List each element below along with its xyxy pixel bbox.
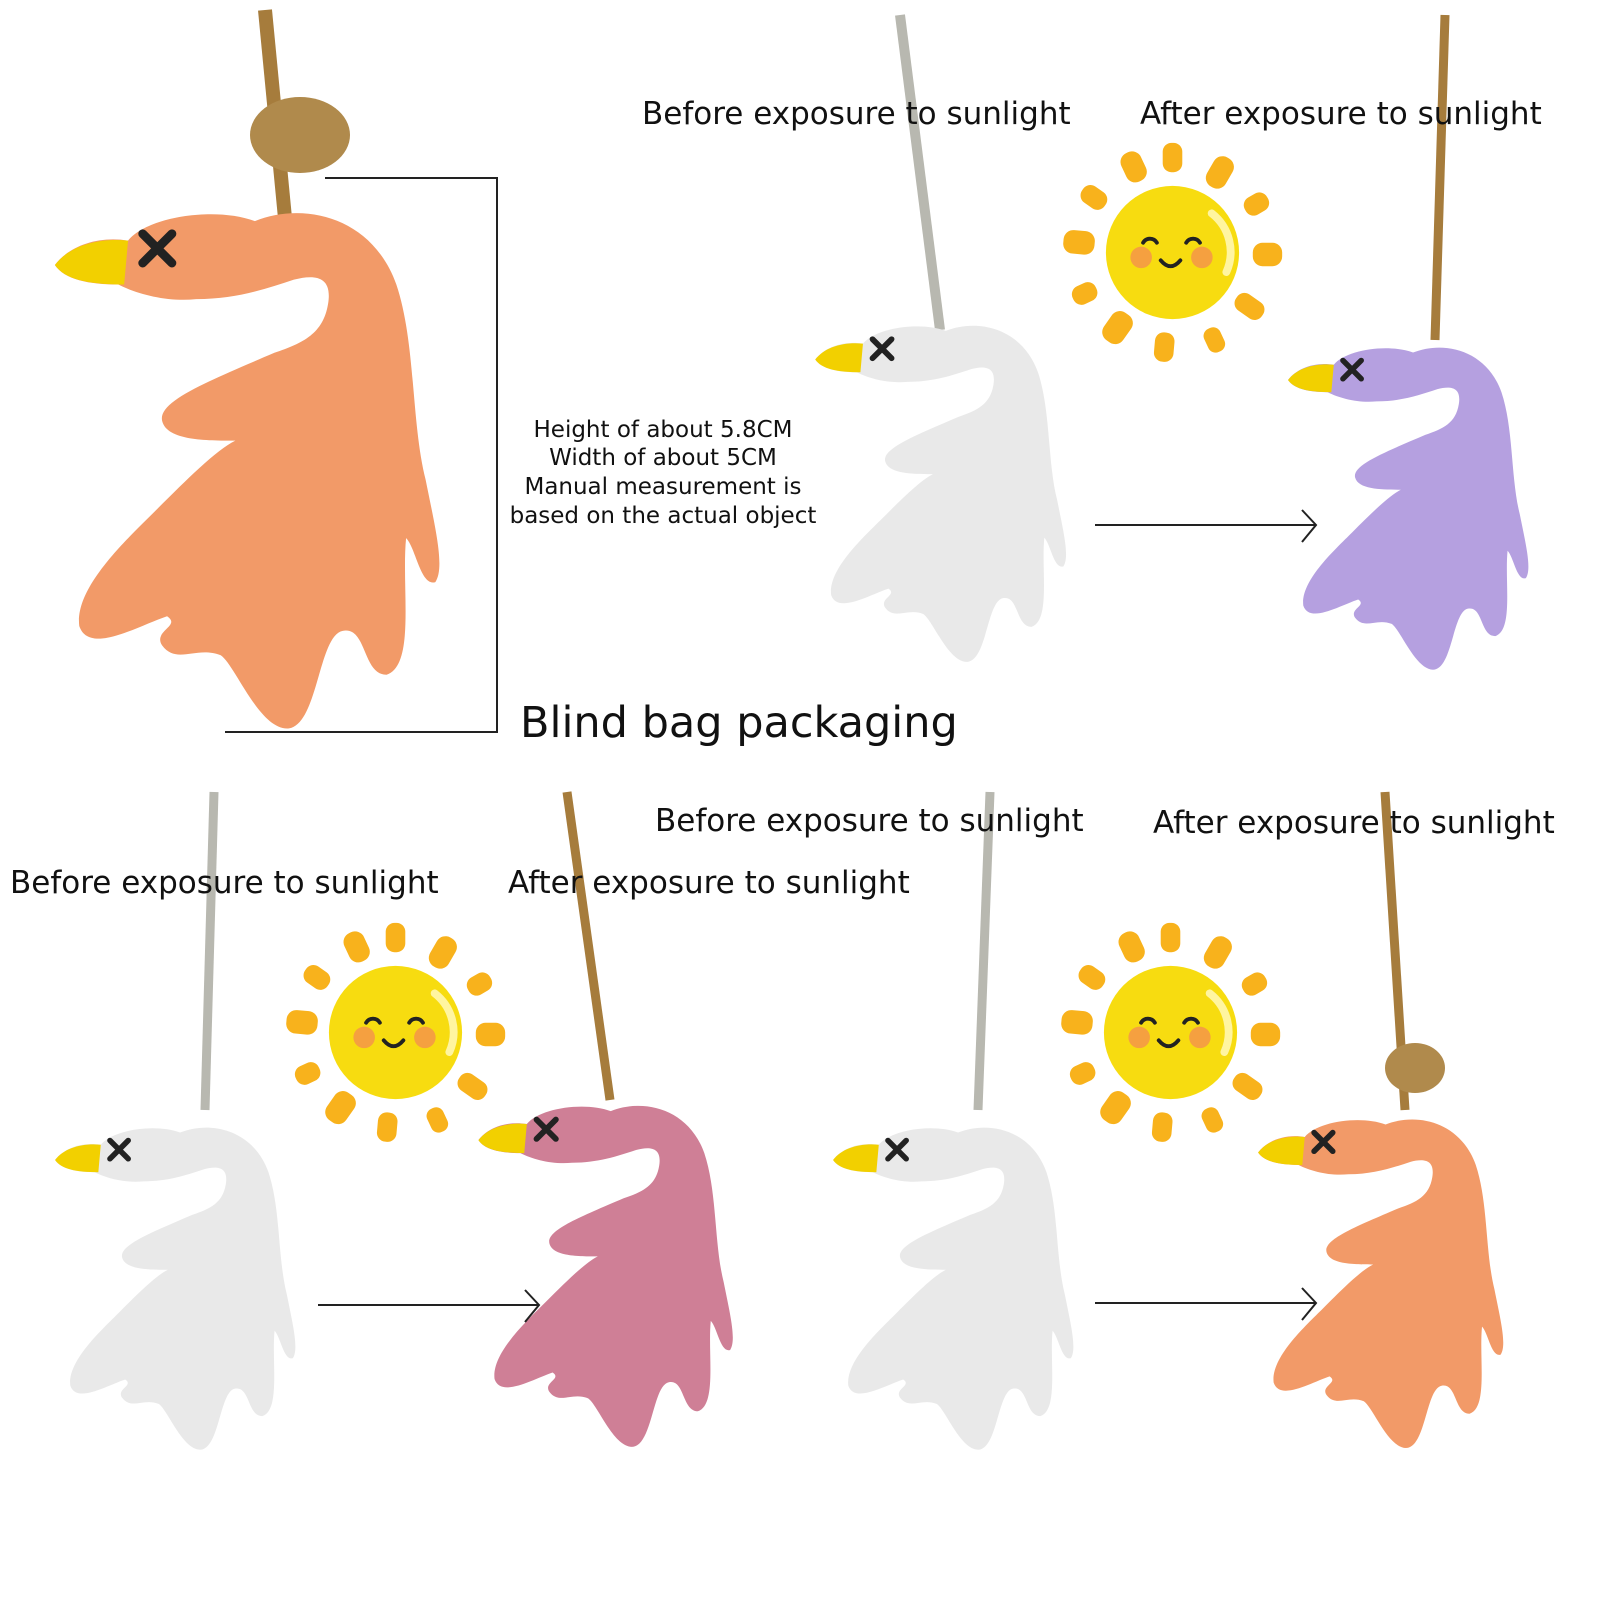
rope bbox=[895, 14, 945, 331]
duck-pink-after bbox=[478, 1106, 732, 1447]
dimension-line-4: based on the actual object bbox=[510, 503, 817, 529]
before-label: Before exposure to sunlight bbox=[642, 96, 1071, 132]
before-label: Before exposure to sunlight bbox=[655, 803, 1084, 839]
duck-white-before bbox=[55, 1128, 295, 1450]
dimension-line-2: Width of about 5CM bbox=[549, 445, 777, 471]
sun-icon bbox=[285, 923, 505, 1143]
duck-white-before bbox=[833, 1128, 1073, 1450]
duck-orange-after bbox=[1258, 1119, 1503, 1448]
rope-knot bbox=[250, 97, 350, 173]
sun-icon bbox=[1062, 143, 1282, 363]
after-label: After exposure to sunlight bbox=[1153, 805, 1555, 841]
rope bbox=[1430, 14, 1450, 341]
arrow-right-icon bbox=[1095, 1287, 1318, 1321]
rope bbox=[200, 791, 219, 1111]
measurement-bracket bbox=[225, 177, 498, 733]
dimension-line-3: Manual measurement is bbox=[524, 474, 801, 500]
rope-knot bbox=[1385, 1043, 1445, 1093]
duck-purple-after bbox=[1288, 348, 1528, 670]
after-label: After exposure to sunlight bbox=[1140, 96, 1542, 132]
packaging-label: Blind bag packaging bbox=[520, 698, 958, 748]
duck-orange-large bbox=[55, 213, 440, 728]
sun-icon bbox=[1060, 923, 1280, 1143]
duck-white-before bbox=[815, 326, 1066, 662]
dimension-line-1: Height of about 5.8CM bbox=[534, 417, 793, 443]
before-label: Before exposure to sunlight bbox=[10, 865, 439, 901]
after-label: After exposure to sunlight bbox=[508, 865, 910, 901]
rope bbox=[973, 791, 995, 1111]
arrow-right-icon bbox=[318, 1289, 541, 1323]
rope bbox=[562, 791, 615, 1101]
arrow-right-icon bbox=[1095, 509, 1318, 543]
